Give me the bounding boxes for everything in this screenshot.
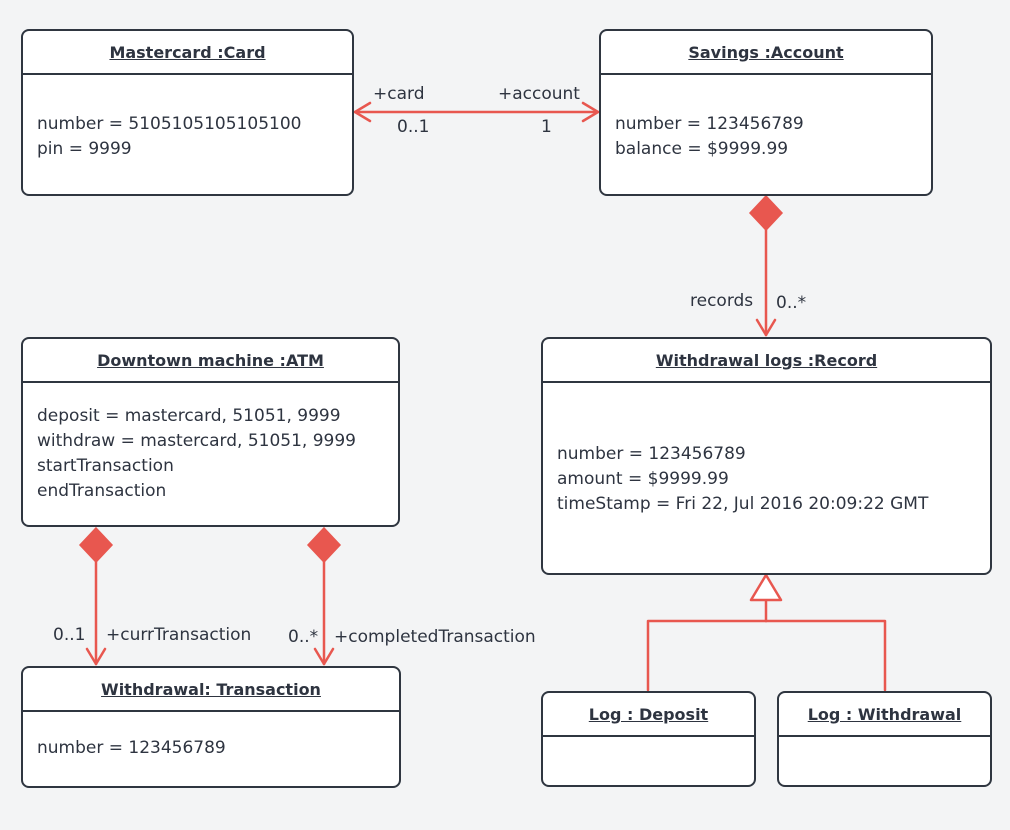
record-number-attr: number = 123456789 (557, 444, 746, 464)
atm-completed-composition-diamond (306, 526, 342, 564)
card-number-attr: number = 5105105105105100 (37, 114, 302, 134)
transaction-object-title: Withdrawal: Transaction (23, 668, 399, 712)
completed-arrowhead (313, 647, 335, 666)
withdrawal-log-object[interactable]: Log : Withdrawal (777, 691, 992, 787)
atm-deposit-attr: deposit = mastercard, 51051, 9999 (37, 406, 341, 426)
record-object-attrs: number = 123456789 amount = $9999.99 tim… (543, 383, 990, 517)
account-object[interactable]: Savings :Account number = 123456789 bala… (599, 29, 933, 196)
curr-arrowhead (85, 647, 107, 666)
atm-curr-composition-diamond (78, 526, 114, 564)
record-amount-attr: amount = $9999.99 (557, 469, 729, 489)
account-arrowhead (581, 101, 600, 123)
completed-mult-label: 0..* (288, 627, 319, 647)
card-object-attrs: number = 5105105105105100 pin = 9999 (23, 75, 352, 162)
role-account-label: +account (498, 84, 580, 104)
account-composition-diamond (748, 194, 784, 232)
generalization-triangle (749, 573, 783, 602)
atm-withdraw-attr: withdraw = mastercard, 51051, 9999 (37, 431, 356, 451)
records-name-label: records (690, 291, 754, 311)
mult-card-label: 0..1 (397, 117, 430, 137)
deposit-log-object-title: Log : Deposit (543, 693, 754, 737)
record-arrowhead (755, 318, 777, 337)
withdrawal-generalization-line (764, 619, 887, 692)
curr-mult-label: 0..1 (53, 625, 86, 645)
atm-object-title: Downtown machine :ATM (23, 339, 398, 383)
account-object-attrs: number = 123456789 balance = $9999.99 (601, 75, 931, 162)
card-object[interactable]: Mastercard :Card number = 51051051051051… (21, 29, 354, 196)
transaction-number-attr: number = 123456789 (37, 738, 226, 758)
account-object-title: Savings :Account (601, 31, 931, 75)
atm-start-transaction-attr: startTransaction (37, 456, 174, 476)
deposit-generalization-line (646, 619, 768, 692)
record-object-title: Withdrawal logs :Record (543, 339, 990, 383)
account-balance-attr: balance = $9999.99 (615, 139, 789, 159)
atm-end-transaction-attr: endTransaction (37, 481, 167, 501)
records-mult-label: 0..* (776, 293, 807, 313)
record-timestamp-attr: timeStamp = Fri 22, Jul 2016 20:09:22 GM… (557, 494, 929, 514)
completed-role-label: +completedTransaction (334, 627, 536, 647)
atm-object[interactable]: Downtown machine :ATM deposit = masterca… (21, 337, 400, 527)
card-pin-attr: pin = 9999 (37, 139, 132, 159)
transaction-object-attrs: number = 123456789 (23, 712, 399, 761)
account-number-attr: number = 123456789 (615, 114, 804, 134)
transaction-object[interactable]: Withdrawal: Transaction number = 1234567… (21, 666, 401, 788)
role-card-label: +card (373, 84, 425, 104)
record-object[interactable]: Withdrawal logs :Record number = 1234567… (541, 337, 992, 575)
withdrawal-log-object-title: Log : Withdrawal (779, 693, 990, 737)
card-arrowhead (353, 101, 372, 123)
mult-account-label: 1 (541, 117, 552, 137)
card-object-title: Mastercard :Card (23, 31, 352, 75)
curr-role-label: +currTransaction (106, 625, 252, 645)
atm-object-attrs: deposit = mastercard, 51051, 9999 withdr… (23, 383, 398, 504)
deposit-log-object[interactable]: Log : Deposit (541, 691, 756, 787)
